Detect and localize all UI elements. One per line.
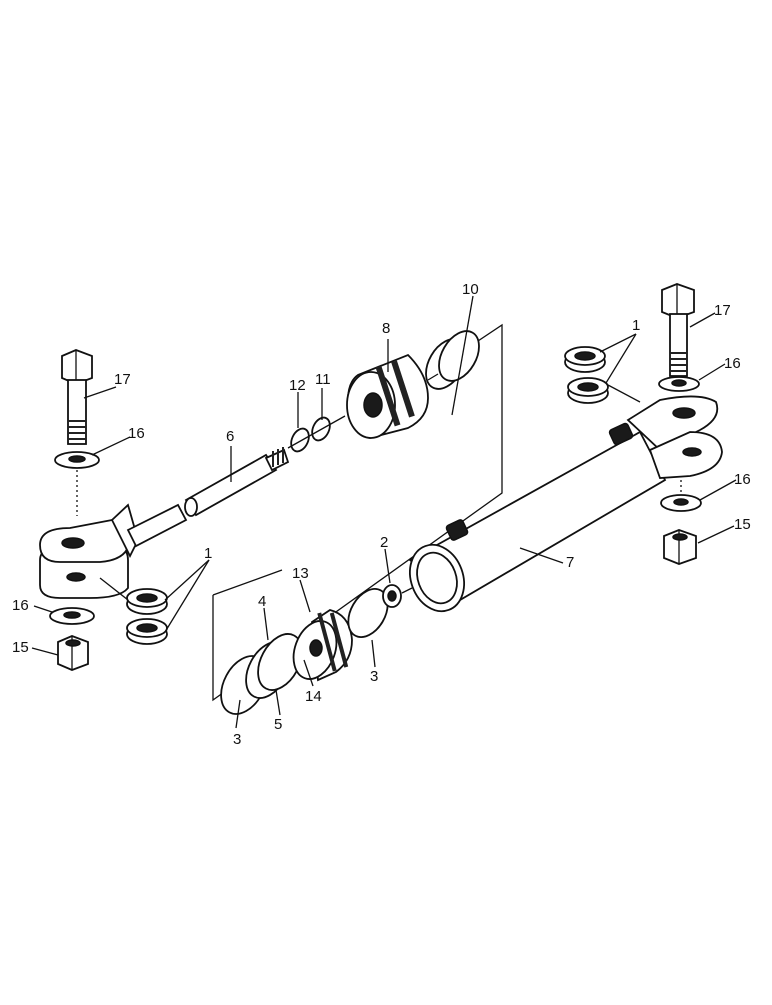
o-ring-3-right	[347, 588, 389, 638]
right-clevis	[626, 395, 723, 479]
right-nut	[663, 529, 697, 565]
rod-shaft-left	[126, 503, 188, 548]
leader-7	[519, 547, 564, 564]
part-label-1-left: 1	[204, 545, 213, 562]
leader-17-right	[689, 312, 716, 328]
left-bolt	[61, 349, 93, 445]
part-label-15-right: 15	[734, 516, 751, 533]
part-label-7: 7	[566, 554, 575, 571]
leader-16-left-low	[33, 605, 53, 613]
part-label-1-right: 1	[632, 317, 641, 334]
leader-3-right	[371, 639, 376, 668]
part-label-5: 5	[274, 716, 283, 733]
leader-1-right-a	[599, 333, 637, 353]
right-bushings	[564, 346, 641, 404]
leader-13	[299, 579, 311, 613]
right-bolt	[661, 283, 695, 377]
part-label-16-right-upper: 16	[724, 355, 741, 372]
part-label-6: 6	[226, 428, 235, 445]
leader-14	[303, 659, 314, 687]
gland-8	[346, 353, 429, 439]
part-label-2: 2	[380, 534, 389, 551]
leader-5	[275, 689, 281, 716]
o-ring-10b	[438, 330, 480, 382]
part-label-11: 11	[315, 371, 331, 388]
nut-2	[382, 584, 402, 608]
part-label-16-left-upper: 16	[128, 425, 145, 442]
leader-16-right	[698, 363, 726, 381]
part-label-16-right-lower: 16	[734, 471, 751, 488]
assembly-group-outline	[212, 323, 503, 702]
part-label-12: 12	[289, 377, 306, 394]
leader-15-right	[697, 525, 735, 544]
leader-1-right-b	[605, 333, 637, 384]
assembly-group-outline-top	[212, 569, 283, 596]
leader-3-left	[235, 699, 241, 729]
leader-1-left-a	[164, 559, 210, 601]
leader-16-right-low	[699, 479, 737, 501]
part-label-17-right: 17	[714, 302, 731, 319]
part-label-10: 10	[462, 281, 479, 298]
left-rod-eye	[39, 503, 139, 599]
leader-1-left-b	[164, 559, 210, 633]
leader-10	[451, 295, 474, 416]
part-label-15-left: 15	[12, 639, 29, 656]
leader-2	[384, 548, 391, 584]
part-label-4: 4	[258, 593, 267, 610]
left-nut	[57, 635, 89, 671]
part-label-13: 13	[292, 565, 309, 582]
leader-4	[263, 607, 269, 641]
cylinder-barrel	[408, 422, 667, 613]
piston-rod	[184, 447, 290, 517]
part-label-17-left: 17	[114, 371, 131, 388]
piston-13	[292, 609, 353, 682]
leader-16-left	[91, 436, 131, 456]
o-ring-12	[290, 427, 310, 453]
part-label-16-left-lower: 16	[12, 597, 29, 614]
part-label-3-right: 3	[370, 668, 379, 685]
part-label-8: 8	[382, 320, 391, 337]
leader-17-left	[83, 386, 117, 399]
part-label-14: 14	[305, 688, 322, 705]
leader-15-left	[31, 647, 59, 656]
part-label-3-left: 3	[233, 731, 242, 748]
left-bushings	[99, 577, 168, 645]
